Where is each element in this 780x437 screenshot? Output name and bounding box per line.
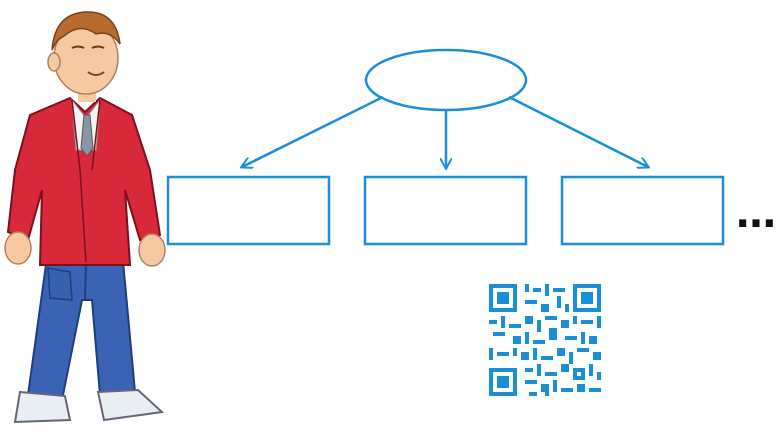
ellipsis-continuation: …: [736, 191, 776, 237]
arrow-right: [508, 95, 648, 167]
child-node-3: [560, 175, 725, 246]
arrow-left: [242, 95, 384, 167]
child-node-2: [363, 175, 528, 246]
child-node-1: [166, 175, 331, 246]
boy-illustration: [4, 11, 166, 424]
qr-code: [489, 284, 601, 396]
center-node: [364, 48, 528, 112]
